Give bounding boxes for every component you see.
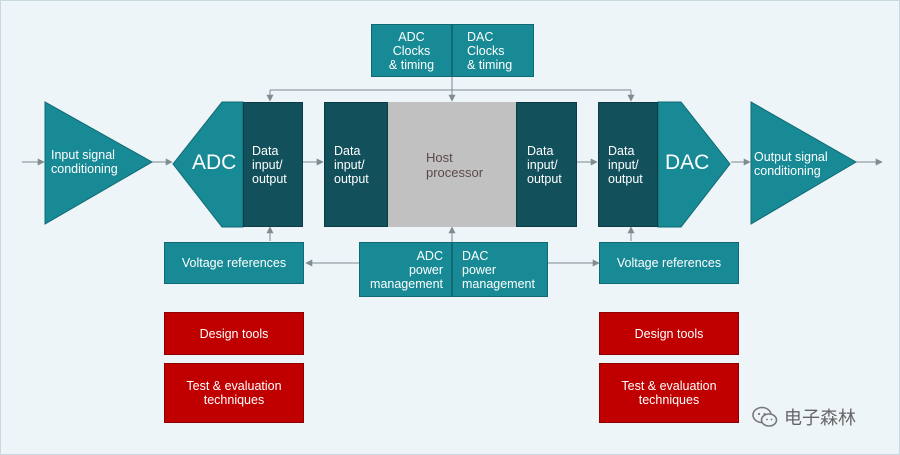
right-voltage-references-box: Voltage references	[599, 242, 739, 284]
adc-shape	[172, 101, 244, 228]
input-conditioning-label: Input signal conditioning	[51, 148, 118, 176]
adc-label: ADC	[192, 151, 237, 174]
right-test-evaluation-box: Test & evaluation techniques	[599, 363, 739, 423]
adc-power-management-box: ADC power management	[359, 242, 452, 297]
dac-label: DAC	[665, 151, 710, 174]
adc-clocks-timing-box: ADC Clocks & timing	[371, 24, 452, 77]
dac-power-management-box: DAC power management	[452, 242, 548, 297]
watermark: 电子森林	[752, 404, 856, 430]
dac-shape	[657, 101, 731, 228]
dac-clocks-timing-box: DAC Clocks & timing	[452, 24, 534, 77]
left-voltage-references-box: Voltage references	[164, 242, 304, 284]
dac-data-io-box: Data input/ output	[598, 102, 658, 227]
watermark-text: 电子森林	[784, 408, 856, 428]
left-test-evaluation-box: Test & evaluation techniques	[164, 363, 304, 423]
output-conditioning-label: Output signal conditioning	[754, 150, 828, 178]
wechat-icon	[752, 406, 778, 427]
host-processor-box: Host processor	[388, 102, 516, 227]
host-left-data-io-box: Data input/ output	[324, 102, 388, 227]
output-conditioning-shape	[750, 101, 857, 225]
left-design-tools-box: Design tools	[164, 312, 304, 355]
input-conditioning-shape	[44, 101, 154, 225]
host-right-data-io-box: Data input/ output	[516, 102, 577, 227]
adc-data-io-box: Data input/ output	[243, 102, 303, 227]
right-design-tools-box: Design tools	[599, 312, 739, 355]
